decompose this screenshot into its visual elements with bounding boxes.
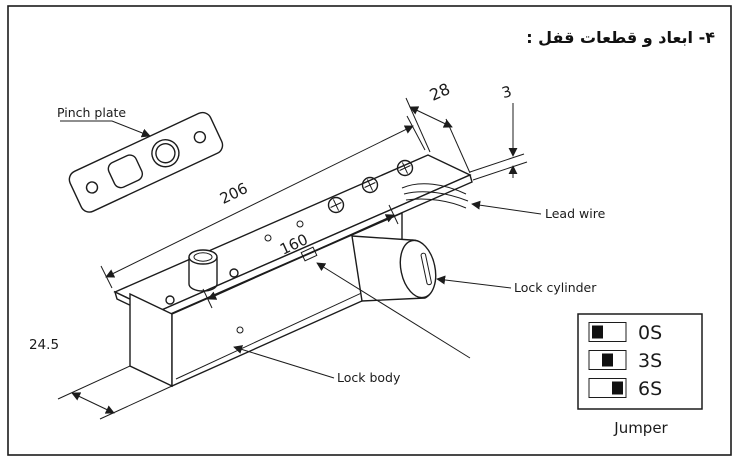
jumper-row-3s: 3S [588,350,662,372]
jumper-icon-6s [588,378,627,398]
dimension-28-text: 28 [427,79,453,105]
jumper-label-0s: 0S [638,322,662,344]
dimension-3-text: 3 [500,82,514,102]
section-title: ۴- ابعاد و قطعات قفل : [526,28,715,47]
lock-body-hole [236,326,244,334]
jumper-block-middle [602,353,613,367]
lock-cylinder-leader [436,275,512,289]
lock-cylinder-drawing [351,235,437,302]
pinch-plate-drawing [68,111,224,213]
dimension-206-text: 206 [217,179,251,208]
lock-assembly [113,154,473,388]
lock-cylinder-label: Lock cylinder [514,280,597,295]
plate-hole-left [165,295,175,305]
deadbolt-pin-top [188,249,218,265]
jumper-row-6s: 6S [588,378,662,400]
lock-body-callout: Lock body [233,345,401,385]
lead-wire-callout: Lead wire [471,200,606,221]
jumper-icon-3s [588,350,627,370]
lead-wire-label: Lead wire [545,206,606,221]
jumper-row-0s: 0S [588,322,662,344]
jumper-block-left [592,325,603,339]
page-border [7,5,732,456]
jumper-label-3s: 3S [638,350,662,372]
pinch-plate-callout: Pinch plate [57,105,151,138]
pinch-plate-screw-hole-left [85,181,99,194]
pinch-plate-label: Pinch plate [57,105,126,120]
jumper-block-right [612,381,623,395]
dimension-24-5: 24.5 [29,337,173,420]
jumper-caption: Jumper [613,419,668,437]
pinch-plate-leader [60,120,151,138]
jumper-icon-0s [588,322,627,342]
lock-body-leader [233,345,335,379]
dimension-24-5-text: 24.5 [29,337,59,353]
lock-cylinder-keyway [420,252,432,286]
lock-cylinder-callout: Lock cylinder [436,275,597,295]
jumper-leader [316,262,471,359]
pinch-plate-outline [68,111,224,213]
jumper-label-6s: 6S [638,378,662,400]
jumper-legend: 0S 3S 6S Jumper [577,313,703,437]
lock-body-label: Lock body [337,370,401,385]
lead-wire-leader [471,200,542,215]
dimension-28: 28 [405,79,471,174]
dimension-3: 3 [469,82,528,181]
